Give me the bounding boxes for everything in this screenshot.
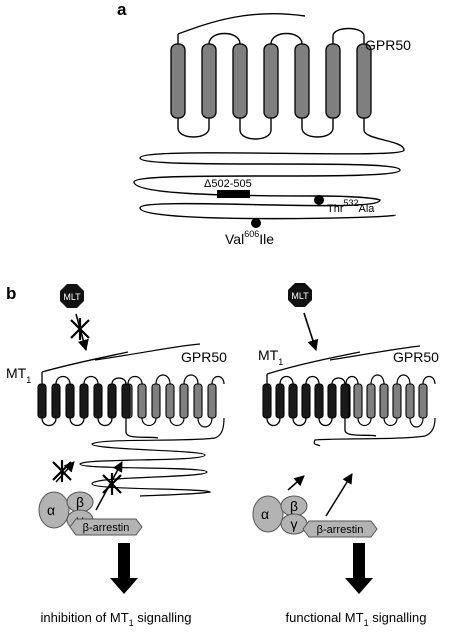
gpr50-helices-right: [341, 383, 428, 419]
gpr50-helices-left: [123, 383, 217, 419]
arrestin-label-right: β-arrestin: [317, 524, 364, 536]
arrestin-shape: [69, 518, 143, 536]
panel-b-label: b: [6, 284, 16, 303]
mt1-helix: [275, 383, 285, 419]
deletion-marker: [217, 190, 250, 198]
gpr50-helix-7: [356, 43, 372, 119]
gpr50-helix-1: [170, 43, 186, 119]
g-beta-label: β: [76, 494, 84, 510]
g-beta-label: β: [290, 498, 298, 514]
g-alpha-label: α: [47, 502, 55, 518]
mt1-helix: [314, 383, 324, 419]
arrestin-arrow-right: [325, 473, 353, 517]
gpr50-helix-6: [325, 43, 341, 119]
panel-a-label: a: [117, 0, 127, 19]
g-protein-right: α β γ: [252, 495, 308, 535]
mt1-helix: [79, 383, 89, 419]
octagon-icon: [288, 283, 312, 307]
gpr50-backbone-right: [313, 345, 436, 447]
octagon-icon: [60, 284, 84, 308]
mt1-helix: [262, 383, 272, 419]
block-x-icon: [70, 318, 90, 340]
gpr50-backbone: [133, 13, 405, 220]
gpr50-helix: [353, 383, 363, 419]
mt1-helix: [327, 383, 337, 419]
mlt-ligand-right: MLT: [288, 283, 312, 307]
mt1-helix: [65, 383, 75, 419]
gpr50-helix: [179, 383, 189, 419]
gpr50-helix: [151, 383, 161, 419]
arrestin-shape: [302, 520, 378, 538]
mt1-helix: [121, 383, 131, 419]
mlt-arrow-right: [303, 312, 319, 352]
gpr50-helix: [207, 383, 217, 419]
gpr50-helices: [170, 43, 372, 119]
arrestin-right: β-arrestin: [302, 520, 378, 538]
mt1-helix: [288, 383, 298, 419]
gpr50-helix-3: [232, 43, 248, 119]
gpr50-backbone-left: [79, 343, 225, 497]
g-protein-arrow-right: [287, 475, 305, 491]
gpr50-helix-4: [263, 43, 279, 119]
panel-a: a GPR50 Δ502-505 Thr532Ala Val606Ile: [117, 0, 411, 247]
mt1-backbone-right: [266, 351, 377, 437]
caption-right: functional MT1 signalling: [286, 610, 427, 628]
deletion-label: Δ502-505: [204, 178, 252, 190]
caption-left: inhibition of MT1 signalling: [41, 610, 192, 628]
panel-b-right: MLT MT1 GPR50: [252, 283, 439, 628]
mt1-helices-right: [262, 383, 350, 419]
gpr50-helix: [405, 383, 415, 419]
gpr50-label-a: GPR50: [365, 37, 411, 53]
g-alpha-label: α: [261, 506, 269, 522]
mlt-label-right: MLT: [291, 291, 309, 301]
big-down-arrow-left: [110, 543, 138, 594]
mt1-helices-left: [37, 383, 131, 419]
gpr50-helix: [137, 383, 147, 419]
g-gamma-label: γ: [291, 516, 298, 532]
mt1-label-right: MT1: [258, 347, 283, 367]
val606-label: Val606Ile: [225, 229, 274, 247]
mt1-helix: [93, 383, 103, 419]
gpr50-helix: [193, 383, 203, 419]
gpr50-helix: [418, 383, 428, 419]
gpr50-label-left: GPR50: [181, 349, 227, 365]
mlt-label-left: MLT: [63, 292, 81, 302]
gpr50-helix: [165, 383, 175, 419]
mt1-label-left: MT1: [6, 365, 31, 385]
thr532-site: [314, 195, 324, 205]
arrestin-label-left: β-arrestin: [83, 522, 130, 534]
g-alpha-subunit: [252, 495, 284, 533]
g-alpha-subunit: [38, 491, 70, 529]
mt1-helix: [51, 383, 61, 419]
gpr50-helix-5: [294, 43, 310, 119]
gpr50-helix-2: [201, 43, 217, 119]
gpr50-helix: [366, 383, 376, 419]
mt1-helix: [301, 383, 311, 419]
mt1-backbone-left: [41, 351, 159, 439]
gpr50-label-right: GPR50: [393, 349, 439, 365]
arrestin-left: β-arrestin: [69, 518, 143, 536]
val606-site: [251, 218, 261, 228]
gpr50-receptor-a: [133, 13, 405, 220]
mt1-helix: [107, 383, 117, 419]
mt1-helix: [37, 383, 47, 419]
mt1-helix: [340, 383, 350, 419]
block-x-icon: [102, 473, 122, 495]
mlt-ligand-left: MLT: [60, 284, 84, 308]
thr532-label: Thr532Ala: [327, 198, 375, 215]
gpr50-helix: [392, 383, 402, 419]
gpr50-helix: [379, 383, 389, 419]
block-x-icon: [52, 460, 72, 482]
panel-b-left: MLT MT1 GPR50: [6, 284, 227, 628]
g-protein-arrow-left: [55, 461, 75, 483]
big-down-arrow-right: [345, 543, 373, 594]
